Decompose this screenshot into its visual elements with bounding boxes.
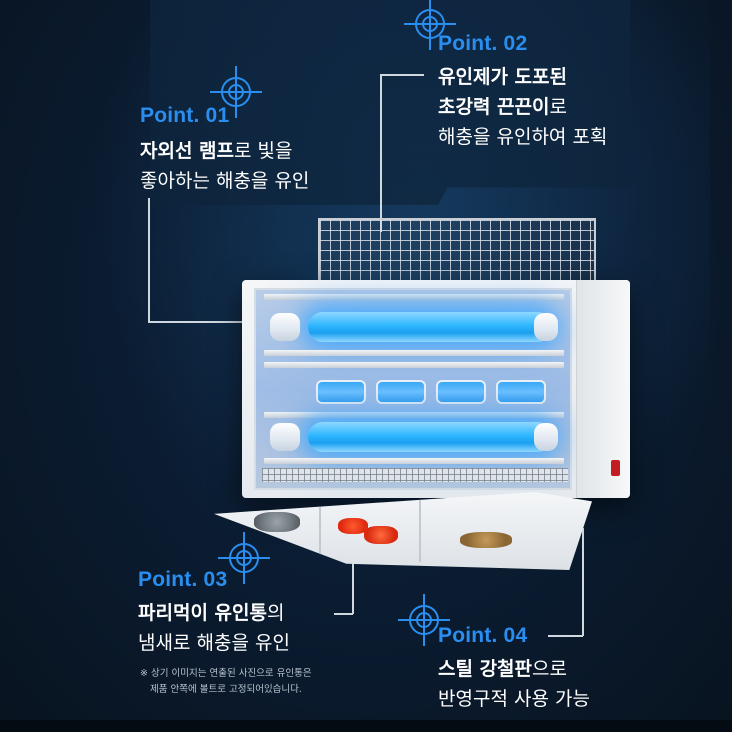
point-04-highlight: 스틸 강철판 (438, 658, 533, 680)
bait-tomato (364, 526, 398, 544)
point-01-leader-horizontal (148, 321, 274, 323)
point-04-leader-vertical (582, 528, 584, 636)
point-01-text-line2: 좋아하는 해충을 유인 (140, 170, 310, 192)
slat (264, 458, 564, 464)
slat (264, 412, 564, 418)
point-02-crosshair-icon (404, 0, 456, 50)
bait-tomato (338, 518, 368, 534)
device-side-panel (576, 280, 630, 498)
point-03-leader-horizontal (334, 613, 353, 615)
point-02-text-line3: 해충을 유인하여 포획 (438, 126, 608, 148)
point-02-leader-vertical (380, 74, 382, 232)
point-01-text: 로 빛을 (234, 140, 293, 162)
uv-lamp-upper (308, 312, 552, 342)
background-wall (150, 0, 630, 205)
power-switch-icon (611, 460, 620, 476)
lamp-cap-right (534, 313, 558, 341)
slat (264, 350, 564, 356)
point-03-description: 파리먹이 유인통의 냄새로 해충을 유인 (138, 598, 290, 658)
uv-lamp-lower (308, 422, 552, 452)
bait-dried-fish (460, 532, 512, 548)
point-02-leader-horizontal (380, 74, 424, 76)
point-04-leader-horizontal (548, 635, 583, 637)
point-04-text: 으로 (532, 658, 567, 680)
note-line-1: ※ 상기 이미지는 연출된 사진으로 유인통은 (140, 668, 312, 679)
point-04-label: Point. 04 (438, 624, 528, 647)
vent-window (496, 380, 546, 404)
lamp-cap-left (270, 423, 300, 451)
lamp-cap-right (534, 423, 558, 451)
vent-window (436, 380, 486, 404)
bait-anchovy (254, 512, 300, 532)
point-01-description: 자외선 램프로 빛을 좋아하는 해충을 유인 (140, 136, 309, 196)
point-02-text-line1: 유인제가 도포된 (438, 66, 567, 88)
tray-divider (319, 502, 321, 564)
point-02-text: 로 (549, 96, 567, 118)
steel-mesh-bottom (262, 468, 568, 482)
point-02-label: Point. 02 (438, 32, 528, 55)
point-03-leader-vertical (352, 532, 354, 614)
point-02-highlight: 초강력 끈끈이 (438, 96, 550, 118)
point-01-crosshair-icon (210, 66, 262, 118)
slat (264, 294, 564, 300)
point-01-leader-vertical (148, 198, 150, 322)
vent-window (376, 380, 426, 404)
note-line-2: 제품 안쪽에 볼트로 고정되어있습니다. (150, 684, 302, 695)
vent-window (316, 380, 366, 404)
point-01-label: Point. 01 (140, 104, 230, 127)
point-04-text-line2: 반영구적 사용 가능 (438, 688, 590, 710)
point-02-description: 유인제가 도포된 초강력 끈끈이로 해충을 유인하여 포획 (438, 62, 607, 152)
bottom-edge-bar (0, 720, 732, 732)
point-03-label: Point. 03 (138, 568, 228, 591)
tray-divider (419, 496, 421, 562)
point-04-description: 스틸 강철판으로 반영구적 사용 가능 (438, 654, 590, 714)
point-03-text-line2: 냄새로 해충을 유인 (138, 632, 290, 654)
point-03-crosshair-icon (218, 532, 270, 584)
slat (264, 362, 564, 368)
point-03-highlight: 파리먹이 유인통 (138, 602, 267, 624)
point-03-note: ※ 상기 이미지는 연출된 사진으로 유인통은 제품 안쪽에 볼트로 고정되어있… (140, 666, 312, 698)
point-01-highlight: 자외선 램프 (140, 140, 235, 162)
insect-trap-device (242, 280, 630, 498)
point-03-text: 의 (266, 602, 285, 624)
device-front-panel (254, 288, 572, 490)
lamp-cap-left (270, 313, 300, 341)
point-04-crosshair-icon (398, 594, 450, 646)
